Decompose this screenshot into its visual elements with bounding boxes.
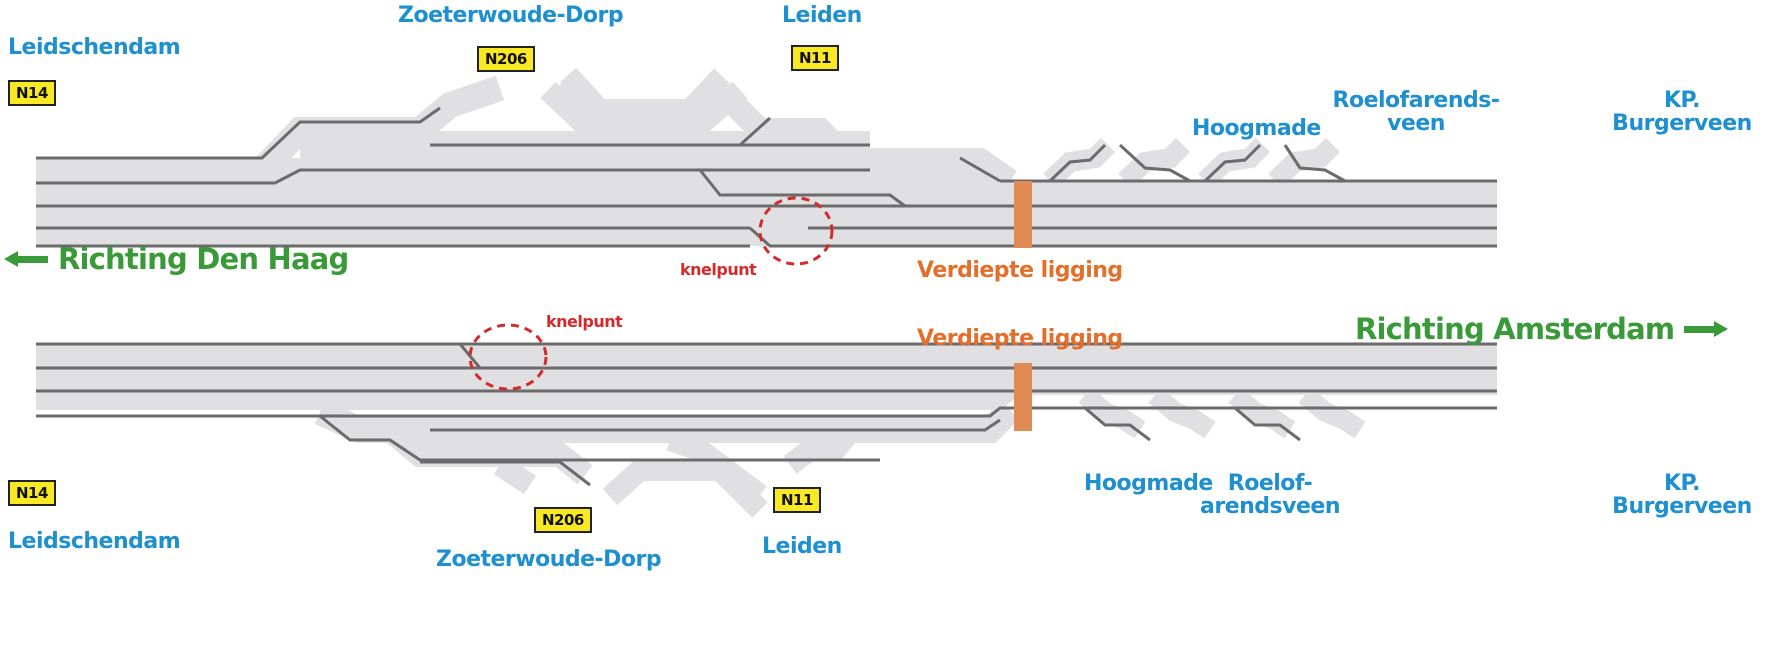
deepened-section-marker-top bbox=[1014, 181, 1032, 248]
top-weave-edge bbox=[959, 156, 1001, 183]
top-main-carriageway bbox=[36, 158, 1497, 246]
place-burgerveen-line2: Burgerveen bbox=[1612, 494, 1752, 520]
top-collector-edge bbox=[698, 169, 906, 208]
bottom-ramp-n206-a bbox=[493, 455, 537, 495]
place-burgerveen-top: KP. Burgerveen bbox=[1592, 89, 1772, 135]
bottom-entry-ramp-1 bbox=[1148, 387, 1216, 439]
bottom-main-carriageway bbox=[36, 344, 1497, 410]
place-leiden-top: Leiden bbox=[782, 3, 862, 28]
place-roelofarendsveen-line2: veen bbox=[1387, 111, 1445, 137]
bottom-parallel-road bbox=[314, 400, 1020, 443]
deepened-section-marker-bottom bbox=[1014, 363, 1032, 431]
top-roadway bbox=[36, 67, 1497, 248]
bottom-roadway bbox=[36, 342, 1497, 518]
place-roelofarendsveen-line1: Roelof- bbox=[1227, 471, 1313, 496]
top-parallel-outer-edge bbox=[36, 106, 441, 160]
top-parallel-road bbox=[36, 75, 505, 183]
place-burgerveen-line1: KP. bbox=[1664, 88, 1701, 113]
road-sign-n14-bottom: N14 bbox=[8, 480, 56, 506]
place-roelofarendsveen-top: Roelofarends- veen bbox=[1316, 89, 1516, 135]
top-hoogmade-edge bbox=[1048, 143, 1107, 183]
direction-den-haag-label: Richting Den Haag bbox=[58, 242, 349, 276]
road-sign-n11-top: N11 bbox=[791, 45, 839, 71]
bottom-inner-edge bbox=[36, 406, 1497, 418]
deepened-label-bottom: Verdiepte ligging bbox=[917, 326, 1123, 351]
deepened-label-top: Verdiepte ligging bbox=[917, 258, 1123, 283]
bottom-collector bbox=[382, 420, 593, 485]
place-roelofarendsveen-line2: arendsveen bbox=[1200, 494, 1340, 520]
arrow-right-icon bbox=[1684, 321, 1729, 338]
place-hoogmade-bottom: Hoogmade bbox=[1084, 471, 1213, 496]
bottom-entry-ramp-3 bbox=[1298, 387, 1366, 439]
bottom-collector-edge bbox=[420, 460, 591, 487]
place-burgerveen-bottom: KP. Burgerveen bbox=[1592, 472, 1772, 518]
direction-den-haag: Richting Den Haag bbox=[4, 242, 349, 276]
place-leidschendam-bottom: Leidschendam bbox=[8, 529, 181, 554]
place-zoeterwoude-top: Zoeterwoude-Dorp bbox=[398, 3, 624, 28]
top-ramp-inner bbox=[559, 67, 731, 121]
place-roelofarendsveen-bottom: Roelof- arendsveen bbox=[1190, 472, 1350, 518]
bottleneck-circle-top bbox=[758, 196, 834, 266]
arrow-left-icon bbox=[4, 251, 48, 268]
bottom-parallel-edge bbox=[430, 418, 1001, 432]
bottom-hoogmade-edge bbox=[1084, 406, 1151, 442]
road-sign-n206-top: N206 bbox=[477, 46, 535, 72]
top-hoogmade-edge-2 bbox=[1118, 143, 1191, 183]
road-sign-n14-top: N14 bbox=[8, 80, 56, 106]
place-burgerveen-line1: KP. bbox=[1664, 471, 1701, 496]
place-hoogmade-top: Hoogmade bbox=[1192, 116, 1321, 141]
bottom-roelof-edge bbox=[1234, 406, 1301, 442]
top-roelof-edge bbox=[1203, 143, 1262, 183]
direction-amsterdam: Richting Amsterdam bbox=[1355, 312, 1729, 346]
place-leiden-bottom: Leiden bbox=[762, 534, 842, 559]
bottom-ramp-n11 bbox=[783, 424, 859, 474]
top-collector bbox=[692, 142, 975, 191]
top-ramp-n206 bbox=[547, 81, 748, 136]
place-roelofarendsveen-line1: Roelofarends- bbox=[1332, 88, 1500, 113]
top-exit-ramp-1 bbox=[1118, 137, 1191, 189]
bottleneck-circle-bottom bbox=[468, 323, 548, 391]
place-burgerveen-line2: Burgerveen bbox=[1612, 111, 1752, 137]
road-sign-n206-bottom: N206 bbox=[534, 507, 592, 533]
top-exit-ramp-3 bbox=[1268, 137, 1341, 189]
top-n11-merge bbox=[630, 116, 772, 147]
bottom-ramp-loop bbox=[666, 429, 767, 504]
bottleneck-label-bottom: knelpunt bbox=[546, 312, 623, 331]
road-sign-n11-bottom: N11 bbox=[773, 487, 821, 513]
top-roelof-edge-2 bbox=[1283, 144, 1346, 183]
place-leidschendam-top: Leidschendam bbox=[8, 35, 181, 60]
top-parallel-inner-edge bbox=[36, 168, 870, 185]
bottleneck-label-top: knelpunt bbox=[680, 260, 757, 279]
overlays bbox=[468, 181, 1032, 431]
place-zoeterwoude-bottom: Zoeterwoude-Dorp bbox=[436, 547, 662, 572]
bottom-parallel-outer bbox=[319, 414, 880, 462]
top-outer-edge-lower bbox=[748, 226, 1497, 248]
direction-amsterdam-label: Richting Amsterdam bbox=[1355, 312, 1675, 346]
